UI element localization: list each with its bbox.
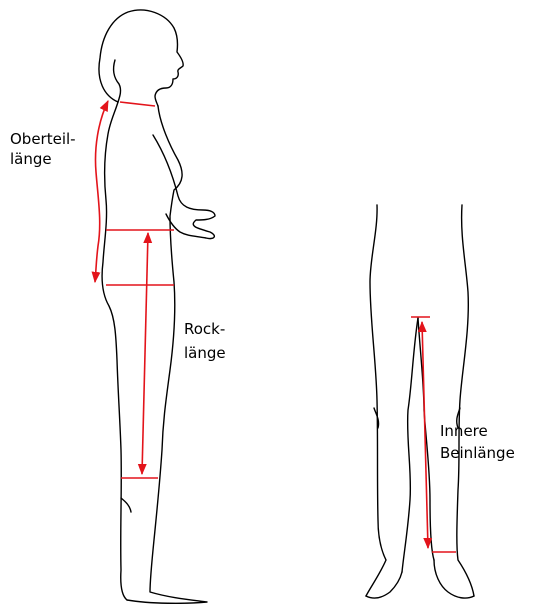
bein-label-line2: Beinlänge <box>440 444 515 462</box>
oberteil-label-line2: länge <box>10 150 52 168</box>
bein-label-line1: Innere <box>440 422 488 440</box>
oberteil-arrow <box>95 101 108 282</box>
head-outline <box>99 10 183 106</box>
oberteil-measure <box>95 101 174 285</box>
neck-line <box>120 102 155 106</box>
hair-outline <box>114 60 121 102</box>
rock-label-line2: länge <box>184 344 226 362</box>
left-foot <box>366 572 402 598</box>
knee-line <box>121 498 131 512</box>
legs-front-figure <box>366 205 474 598</box>
left-leg-outer <box>366 205 386 596</box>
rock-label-line1: Rock- <box>184 320 225 338</box>
right-leg-outer <box>457 205 474 596</box>
arm-outline <box>153 135 215 239</box>
rock-arrow <box>142 233 148 474</box>
oberteil-label-line1: Oberteil- <box>10 130 76 148</box>
bein-arrow <box>422 322 428 548</box>
right-leg-inner <box>418 318 434 560</box>
left-leg-inner <box>402 318 418 572</box>
woman-side-figure <box>99 10 215 603</box>
rock-measure <box>121 233 158 478</box>
back-outline <box>102 102 127 600</box>
